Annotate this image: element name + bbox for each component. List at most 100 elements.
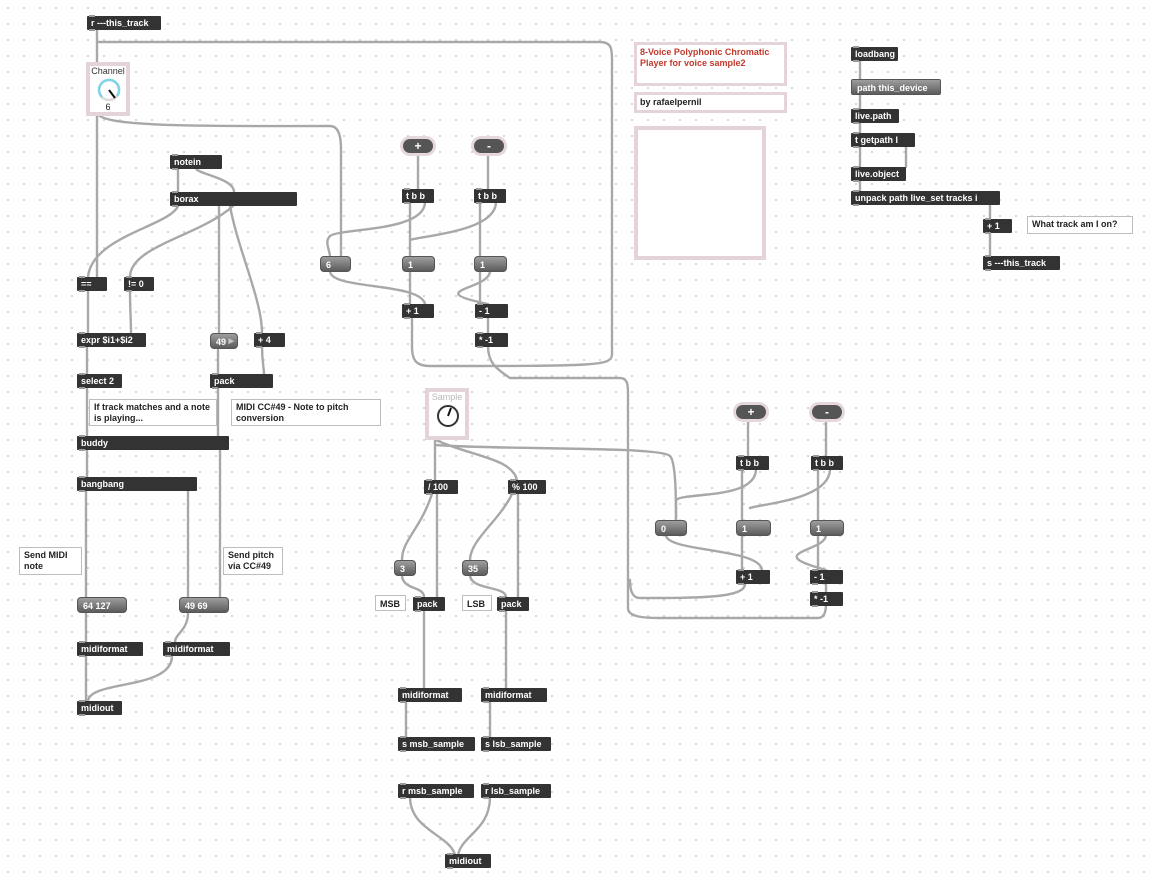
- number-box-1b[interactable]: 1: [474, 256, 507, 272]
- comment-midi-cc: MIDI CC#49 - Note to pitch conversion: [231, 399, 381, 426]
- trigger-bb-a[interactable]: t b b: [402, 188, 434, 204]
- plus-icon-b: +: [747, 405, 755, 419]
- number-box-35-value: 35: [468, 564, 479, 574]
- trigger-getpath-object[interactable]: t getpath l: [851, 132, 915, 148]
- comment-midi-cc-text: MIDI CC#49 - Note to pitch conversion: [236, 402, 349, 423]
- comment-send-pitch-text: Send pitch via CC#49: [228, 550, 275, 571]
- number-box-1d-value: 1: [816, 524, 822, 534]
- bangbang-object[interactable]: bangbang: [77, 476, 197, 492]
- divide-100-object[interactable]: / 100: [424, 479, 458, 495]
- times-neg1-object-a[interactable]: * -1: [475, 332, 508, 348]
- times-neg1-object-b[interactable]: * -1: [810, 591, 843, 607]
- plus-1-object-c[interactable]: + 1: [983, 218, 1012, 234]
- select-object[interactable]: select 2: [77, 373, 122, 389]
- plus-icon: +: [414, 139, 422, 153]
- title-panel: 8-Voice Polyphonic Chromatic Player for …: [634, 42, 787, 86]
- message-64-127[interactable]: 64 127: [77, 597, 127, 613]
- buddy-object[interactable]: buddy: [77, 435, 229, 451]
- plus-1-object-b[interactable]: + 1: [736, 569, 770, 585]
- sample-dial-label: Sample: [431, 392, 463, 402]
- send-this-track[interactable]: s ---this_track: [983, 255, 1060, 271]
- patch-title: 8-Voice Polyphonic Chromatic Player for …: [640, 47, 770, 68]
- number-box-1c-value: 1: [742, 524, 748, 534]
- message-64-127-value: 64 127: [83, 601, 111, 611]
- modulo-100-object[interactable]: % 100: [508, 479, 546, 495]
- number-triangle-icon: ▶: [228, 338, 234, 345]
- msb-label: MSB: [375, 595, 406, 611]
- midiformat-msb[interactable]: midiformat: [398, 687, 462, 703]
- unpack-object[interactable]: unpack path live_set tracks i: [851, 190, 1000, 206]
- receive-this-track[interactable]: r ---this_track: [87, 15, 161, 31]
- increment-button-b[interactable]: +: [736, 405, 766, 419]
- number-box-1d[interactable]: 1: [810, 520, 844, 536]
- lsb-label-text: LSB: [467, 599, 485, 609]
- equals-object[interactable]: ==: [77, 276, 107, 292]
- number-box-35[interactable]: 35: [462, 560, 488, 576]
- channel-dial-value: 6: [105, 102, 111, 112]
- increment-button-a[interactable]: +: [403, 139, 433, 153]
- comment-track-match: If track matches and a note is playing..…: [89, 399, 217, 426]
- minus-1-object-a[interactable]: - 1: [475, 303, 508, 319]
- midiformat-pitch[interactable]: midiformat: [163, 641, 230, 657]
- comment-send-note: Send MIDI note: [19, 547, 82, 575]
- number-box-6-value: 6: [326, 260, 332, 270]
- number-box-6[interactable]: 6: [320, 256, 351, 272]
- notein-object[interactable]: notein: [170, 154, 222, 170]
- number-box-3[interactable]: 3: [394, 560, 416, 576]
- author-label: by rafaelpernil: [640, 97, 702, 107]
- minus-1-object-b[interactable]: - 1: [810, 569, 843, 585]
- midiout-sample[interactable]: midiout: [445, 853, 491, 869]
- author-panel: by rafaelpernil: [634, 92, 787, 113]
- live-object-object[interactable]: live.object: [851, 166, 906, 182]
- receive-msb-sample[interactable]: r msb_sample: [398, 783, 474, 799]
- number-box-49-value: 49: [216, 337, 227, 347]
- loadbang-object[interactable]: loadbang: [851, 46, 898, 62]
- borax-object[interactable]: borax: [170, 191, 297, 207]
- not-equal-object[interactable]: != 0: [124, 276, 154, 292]
- trigger-bb-b[interactable]: t b b: [474, 188, 506, 204]
- number-box-1c[interactable]: 1: [736, 520, 771, 536]
- channel-dial[interactable]: Channel 6: [86, 62, 130, 116]
- number-box-49[interactable]: 49▶: [210, 333, 238, 349]
- expr-object[interactable]: expr $i1+$i2: [77, 332, 146, 348]
- pack-lsb-object[interactable]: pack: [497, 596, 529, 612]
- send-lsb-sample[interactable]: s lsb_sample: [481, 736, 551, 752]
- receive-lsb-sample[interactable]: r lsb_sample: [481, 783, 551, 799]
- plus-1-object-a[interactable]: + 1: [402, 303, 434, 319]
- empty-panel: [634, 126, 766, 260]
- sample-dial[interactable]: Sample: [425, 388, 469, 440]
- number-box-1a[interactable]: 1: [402, 256, 435, 272]
- lsb-label: LSB: [462, 595, 492, 611]
- number-box-0[interactable]: 0: [655, 520, 687, 536]
- comment-send-note-text: Send MIDI note: [24, 550, 68, 571]
- midiformat-lsb[interactable]: midiformat: [481, 687, 547, 703]
- message-49-69-value: 49 69: [185, 601, 208, 611]
- pack-pitch-object[interactable]: pack: [210, 373, 273, 389]
- send-msb-sample[interactable]: s msb_sample: [398, 736, 475, 752]
- trigger-bb-d[interactable]: t b b: [811, 455, 843, 471]
- trigger-bb-c[interactable]: t b b: [736, 455, 769, 471]
- number-box-3-value: 3: [400, 564, 406, 574]
- message-path-device-text: path this_device: [857, 83, 928, 93]
- number-box-1b-value: 1: [480, 260, 486, 270]
- live-path-object[interactable]: live.path: [851, 108, 899, 124]
- sample-knob-icon: [437, 405, 459, 427]
- message-49-69[interactable]: 49 69: [179, 597, 229, 613]
- decrement-button-b[interactable]: -: [812, 405, 842, 419]
- message-path-device[interactable]: path this_device: [851, 79, 941, 95]
- minus-icon-b: -: [825, 405, 829, 419]
- comment-what-track-text: What track am I on?: [1032, 219, 1118, 229]
- number-box-1a-value: 1: [408, 260, 414, 270]
- msb-label-text: MSB: [380, 599, 400, 609]
- channel-knob-icon: [97, 78, 121, 102]
- pack-msb-object[interactable]: pack: [413, 596, 445, 612]
- plus-4-object[interactable]: + 4: [254, 332, 285, 348]
- comment-track-match-text: If track matches and a note is playing..…: [94, 402, 211, 423]
- midiformat-note[interactable]: midiformat: [77, 641, 143, 657]
- decrement-button-a[interactable]: -: [474, 139, 504, 153]
- comment-send-pitch: Send pitch via CC#49: [223, 547, 283, 575]
- channel-dial-label: Channel: [91, 66, 125, 76]
- midiout-left[interactable]: midiout: [77, 700, 122, 716]
- number-box-0-value: 0: [661, 524, 667, 534]
